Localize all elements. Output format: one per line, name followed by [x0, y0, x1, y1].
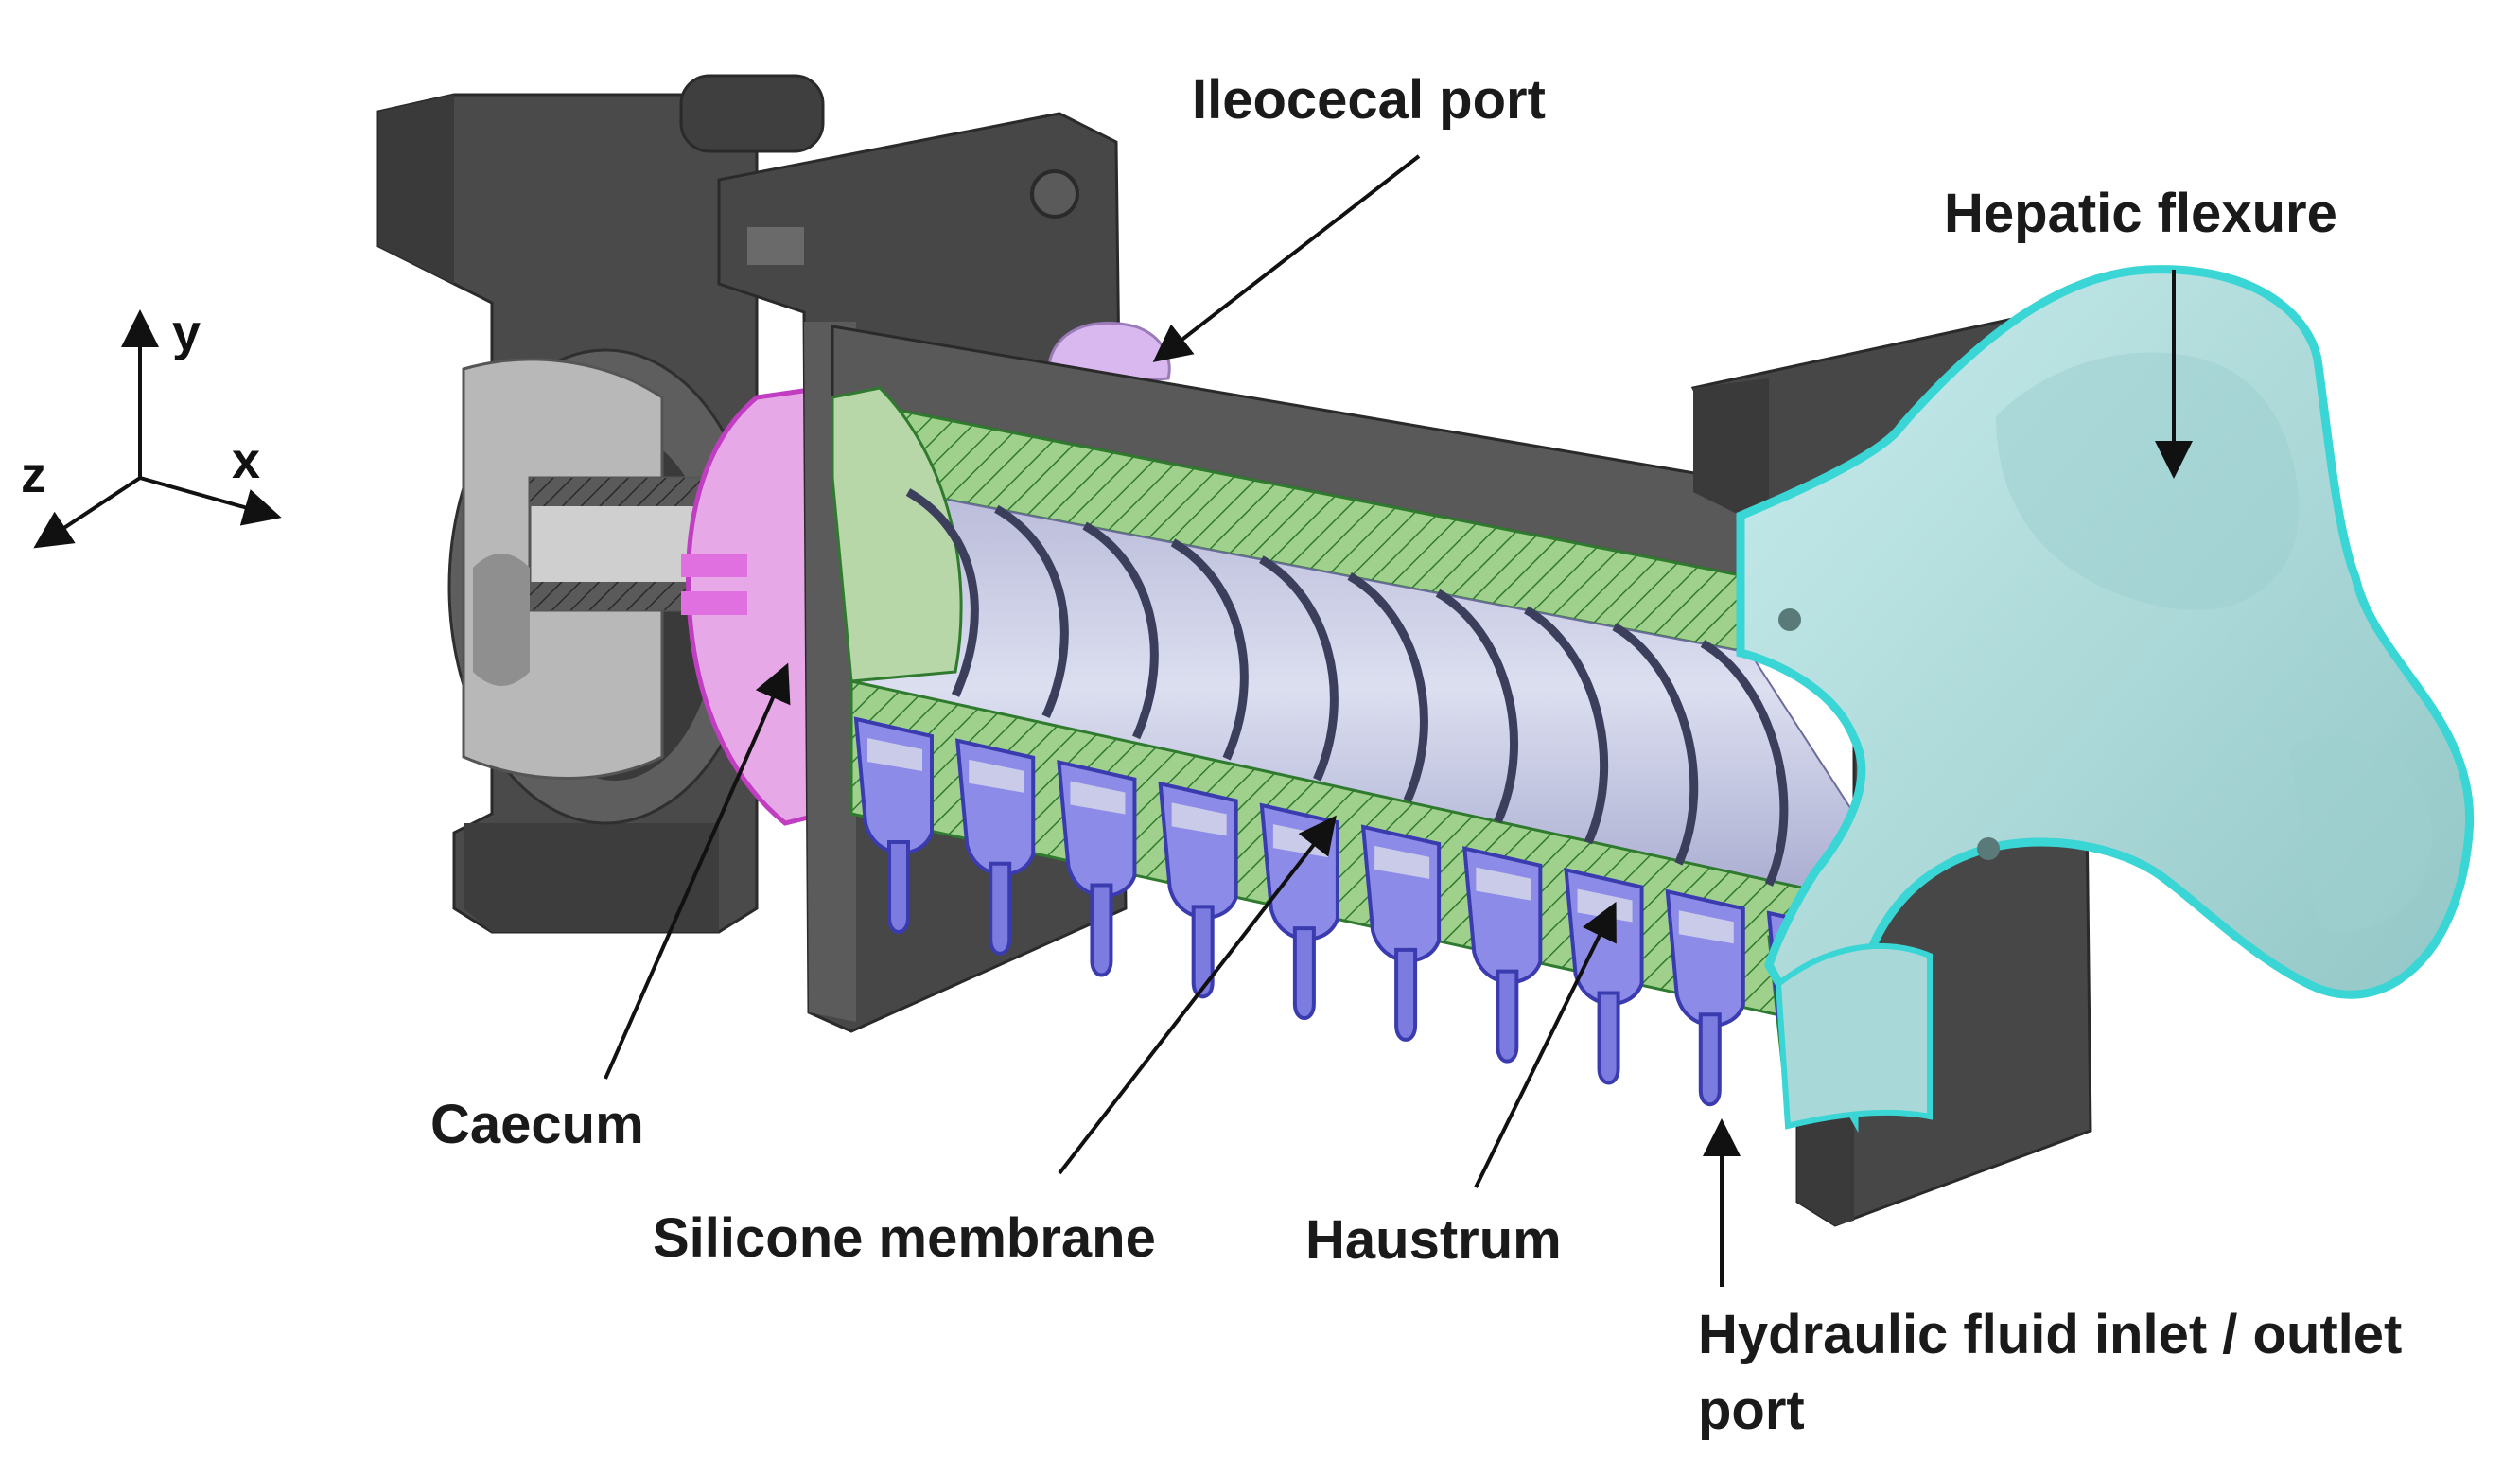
silicone-membrane-pocket: [954, 738, 1036, 956]
silicone-membrane-pocket: [1158, 781, 1238, 999]
haustrum-rib: [1170, 538, 1249, 761]
silicone-membrane-pocket: [853, 716, 934, 934]
label-caecum: Caecum: [430, 1094, 644, 1155]
x-axis-arrow: [139, 476, 282, 526]
y-axis-label: y: [172, 305, 201, 361]
label-hepatic-flexure: Hepatic flexure: [1944, 183, 2337, 244]
silicone-membrane-pocket: [1259, 802, 1339, 1021]
label-hydraulic-port-line1: Hydraulic fluid inlet / outlet: [1698, 1304, 2402, 1365]
callout-arrows: [604, 154, 2193, 1287]
haustrum-rib: [1082, 521, 1159, 740]
silicone-membrane-pocket: [1057, 760, 1137, 977]
haustrum-rib: [1259, 555, 1339, 782]
arrow-silicone-membrane: [1058, 815, 1337, 1175]
label-hydraulic-port-line2: port: [1698, 1380, 1805, 1441]
haustrum-rib: [1524, 606, 1609, 845]
haustrum-rib: [1347, 571, 1428, 802]
hepatic-flexure: [1736, 265, 2475, 1134]
haustrum-rib: [905, 488, 979, 697]
arrow-caecum: [604, 662, 791, 1080]
z-axis-arrow: [33, 476, 142, 549]
caecum-dome: [681, 385, 826, 826]
x-axis-label: x: [232, 432, 260, 489]
label-silicone-membrane: Silicone membrane: [653, 1207, 1156, 1269]
arrow-ileocecal-port: [1152, 154, 1421, 362]
label-haustrum: Haustrum: [1305, 1209, 1562, 1271]
axis-triad: y x z: [21, 305, 282, 549]
label-ileocecal-port: Ileocecal port: [1192, 69, 1546, 131]
callout-labels: Ileocecal port Hepatic flexure Caecum Si…: [430, 69, 2402, 1441]
haustrum-rib: [1435, 589, 1518, 824]
silicone-membrane-pocket: [1360, 824, 1442, 1042]
haustra-ribs: [905, 488, 1789, 887]
silicone-membrane-pocket: [1462, 846, 1543, 1064]
arrow-haustrum: [1474, 901, 1617, 1188]
haustrum-rib: [1700, 640, 1789, 887]
haustrum-rib: [994, 504, 1069, 719]
haustrum-rib: [1612, 623, 1699, 866]
z-axis-label: z: [21, 447, 46, 503]
silicone-membrane-pocket: [1665, 888, 1745, 1107]
